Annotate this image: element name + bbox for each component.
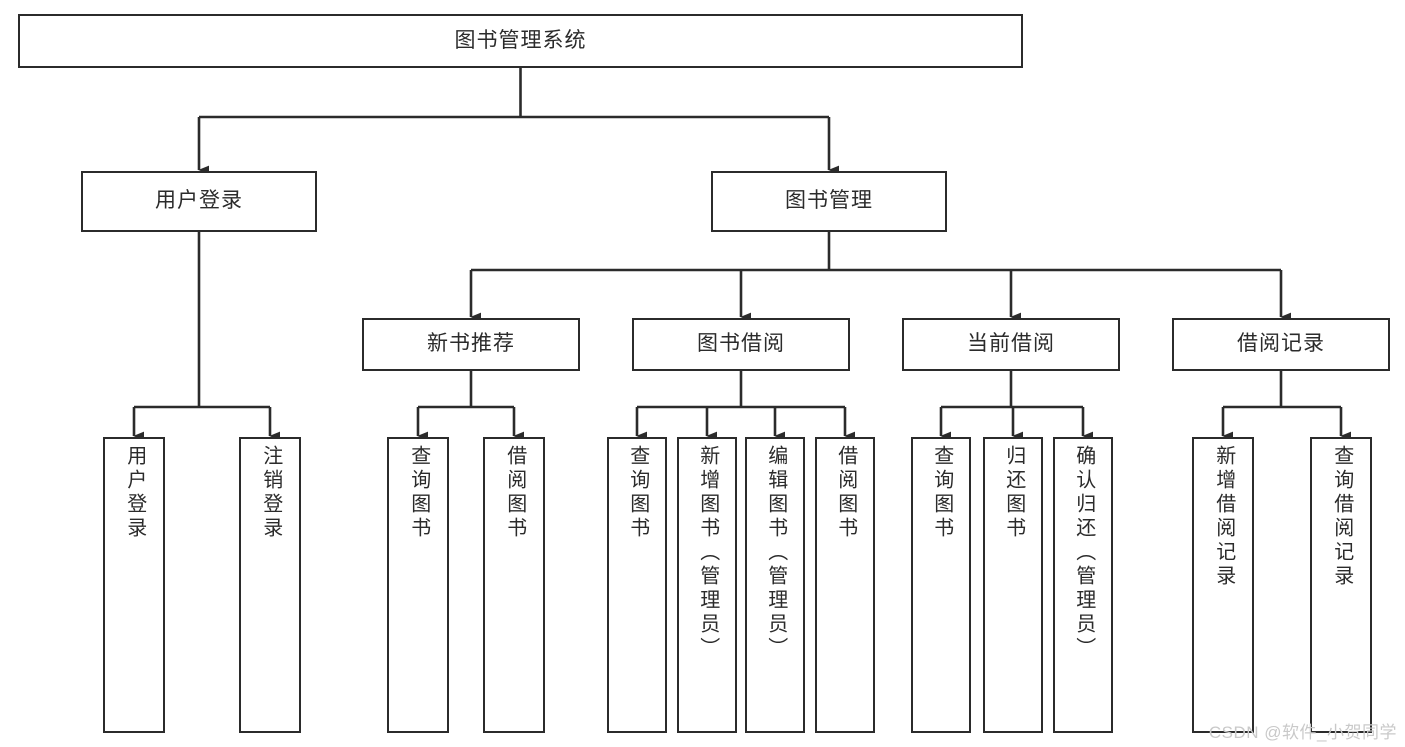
node-label: 查询图书: [626, 445, 649, 541]
node-label: 借阅图书: [834, 445, 857, 541]
node-leaf-3[interactable]: 查询图书: [387, 437, 449, 733]
node-label: 新增借阅记录: [1212, 445, 1235, 589]
node-label: 用户登录: [123, 445, 146, 541]
node-label: 新书推荐: [427, 332, 515, 356]
node-leaf-10[interactable]: 归还图书: [983, 437, 1043, 733]
node-label: 当前借阅: [967, 332, 1055, 356]
watermark-text: CSDN @软件_小贺同学: [1208, 723, 1397, 742]
node-leaf-2[interactable]: 注销登录: [239, 437, 301, 733]
node-leaf-5[interactable]: 查询图书: [607, 437, 667, 733]
node-current[interactable]: 当前借阅: [902, 318, 1120, 371]
node-leaf-11[interactable]: 确认归还（管理员）: [1053, 437, 1113, 733]
node-label: 归还图书: [1002, 445, 1025, 541]
node-leaf-6[interactable]: 新增图书（管理员）: [677, 437, 737, 733]
node-label: 用户登录: [155, 189, 243, 213]
node-records[interactable]: 借阅记录: [1172, 318, 1390, 371]
node-newbook[interactable]: 新书推荐: [362, 318, 580, 371]
node-label: 确认归还（管理员）: [1072, 445, 1095, 661]
node-label: 编辑图书（管理员）: [764, 445, 787, 661]
node-label: 新增图书（管理员）: [696, 445, 719, 661]
node-root[interactable]: 图书管理系统: [18, 14, 1023, 68]
node-label: 注销登录: [259, 445, 282, 541]
node-leaf-12[interactable]: 新增借阅记录: [1192, 437, 1254, 733]
node-label: 借阅图书: [503, 445, 526, 541]
node-bookmgmt[interactable]: 图书管理: [711, 171, 947, 232]
node-label: 查询图书: [407, 445, 430, 541]
node-borrow[interactable]: 图书借阅: [632, 318, 850, 371]
node-label: 借阅记录: [1237, 332, 1325, 356]
node-leaf-8[interactable]: 借阅图书: [815, 437, 875, 733]
node-label: 图书借阅: [697, 332, 785, 356]
node-label: 查询借阅记录: [1330, 445, 1353, 589]
node-label: 图书管理系统: [454, 28, 587, 52]
node-leaf-4[interactable]: 借阅图书: [483, 437, 545, 733]
node-leaf-1[interactable]: 用户登录: [103, 437, 165, 733]
node-leaf-9[interactable]: 查询图书: [911, 437, 971, 733]
node-leaf-13[interactable]: 查询借阅记录: [1310, 437, 1372, 733]
node-login[interactable]: 用户登录: [81, 171, 317, 232]
node-leaf-7[interactable]: 编辑图书（管理员）: [745, 437, 805, 733]
node-label: 查询图书: [930, 445, 953, 541]
node-label: 图书管理: [785, 189, 873, 213]
